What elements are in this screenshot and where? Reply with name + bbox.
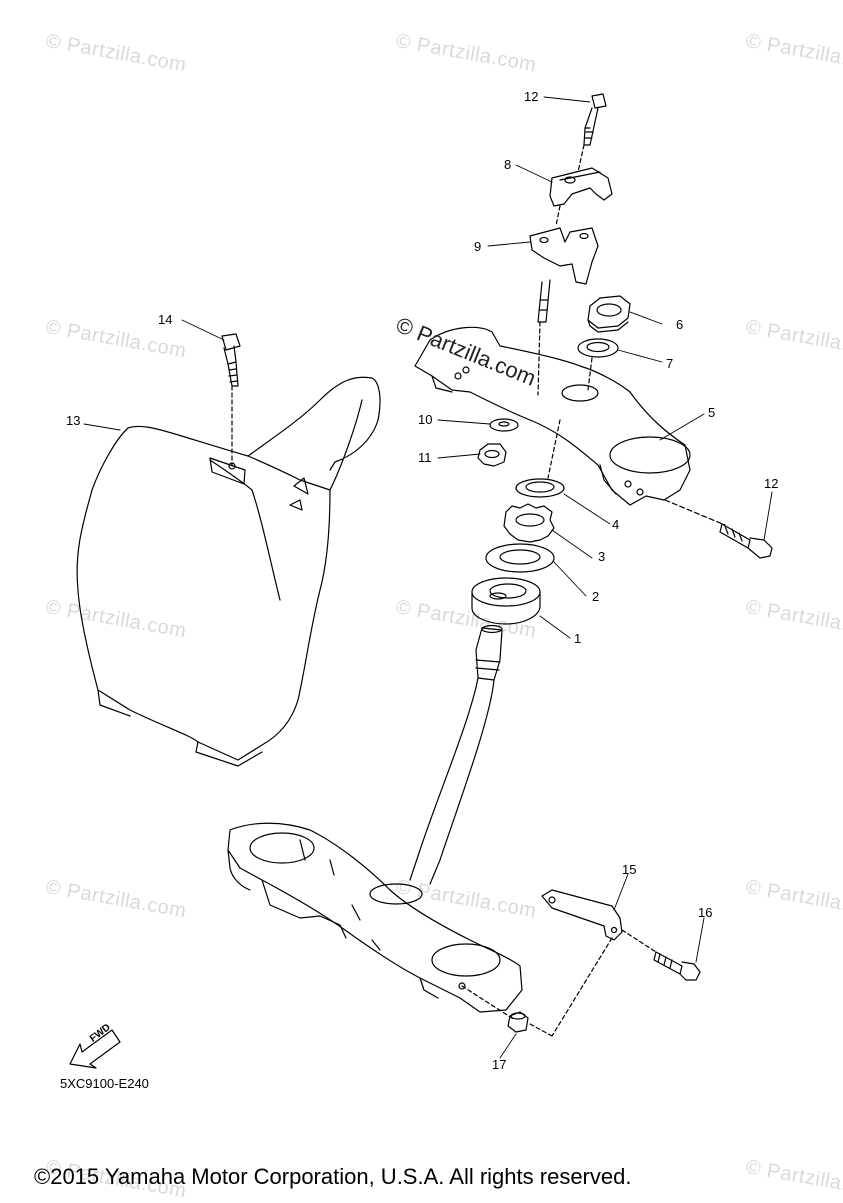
callout-15: 15 <box>622 862 637 877</box>
callout-16: 16 <box>698 905 713 920</box>
fwd-arrow-icon <box>69 1029 121 1069</box>
bolt-part-12-right[interactable] <box>719 523 773 559</box>
upper-bracket-part-5[interactable] <box>414 326 726 526</box>
callout-4: 4 <box>612 517 620 532</box>
callout-14: 14 <box>158 312 173 327</box>
callout-2: 2 <box>592 589 600 604</box>
callout-8: 8 <box>504 157 512 172</box>
steering-stem-lower-bracket[interactable] <box>227 624 523 1021</box>
callout-10: 10 <box>418 412 433 427</box>
callout-12-top: 12 <box>524 89 539 104</box>
handlebar-upper-holder-part-8[interactable] <box>549 167 613 227</box>
callout-12-right: 12 <box>764 476 779 491</box>
bolt-part-14[interactable] <box>221 333 241 467</box>
callout-3: 3 <box>598 549 606 564</box>
callout-5: 5 <box>708 405 716 420</box>
handlebar-lower-holder-part-9[interactable] <box>529 227 599 396</box>
callout-11: 11 <box>418 450 432 465</box>
callout-1: 1 <box>574 631 582 646</box>
callout-7: 7 <box>666 356 674 371</box>
bracket-part-15[interactable] <box>529 889 657 1037</box>
collar-part-17[interactable] <box>507 1011 529 1033</box>
callout-17: 17 <box>492 1057 507 1072</box>
bolt-part-12-top[interactable] <box>577 93 607 173</box>
seal-part-2[interactable] <box>485 543 555 573</box>
washer-part-4[interactable] <box>515 419 565 498</box>
bearing-part-1[interactable] <box>471 577 541 625</box>
number-plate-part-13[interactable] <box>76 376 381 767</box>
steering-nut-part-6[interactable] <box>587 295 631 333</box>
callout-6: 6 <box>676 317 684 332</box>
callout-13: 13 <box>66 413 81 428</box>
ring-nut-part-3[interactable] <box>503 503 555 543</box>
callout-9: 9 <box>474 239 482 254</box>
bolt-part-16[interactable] <box>653 951 701 981</box>
washer-part-7[interactable] <box>577 338 619 391</box>
diagram-code: 5XC9100-E240 <box>60 1076 149 1091</box>
copyright-notice: ©2015 Yamaha Motor Corporation, U.S.A. A… <box>34 1164 632 1189</box>
washer-part-10[interactable] <box>489 418 519 432</box>
leader-lines <box>83 96 773 1059</box>
nut-part-11[interactable] <box>477 443 507 467</box>
